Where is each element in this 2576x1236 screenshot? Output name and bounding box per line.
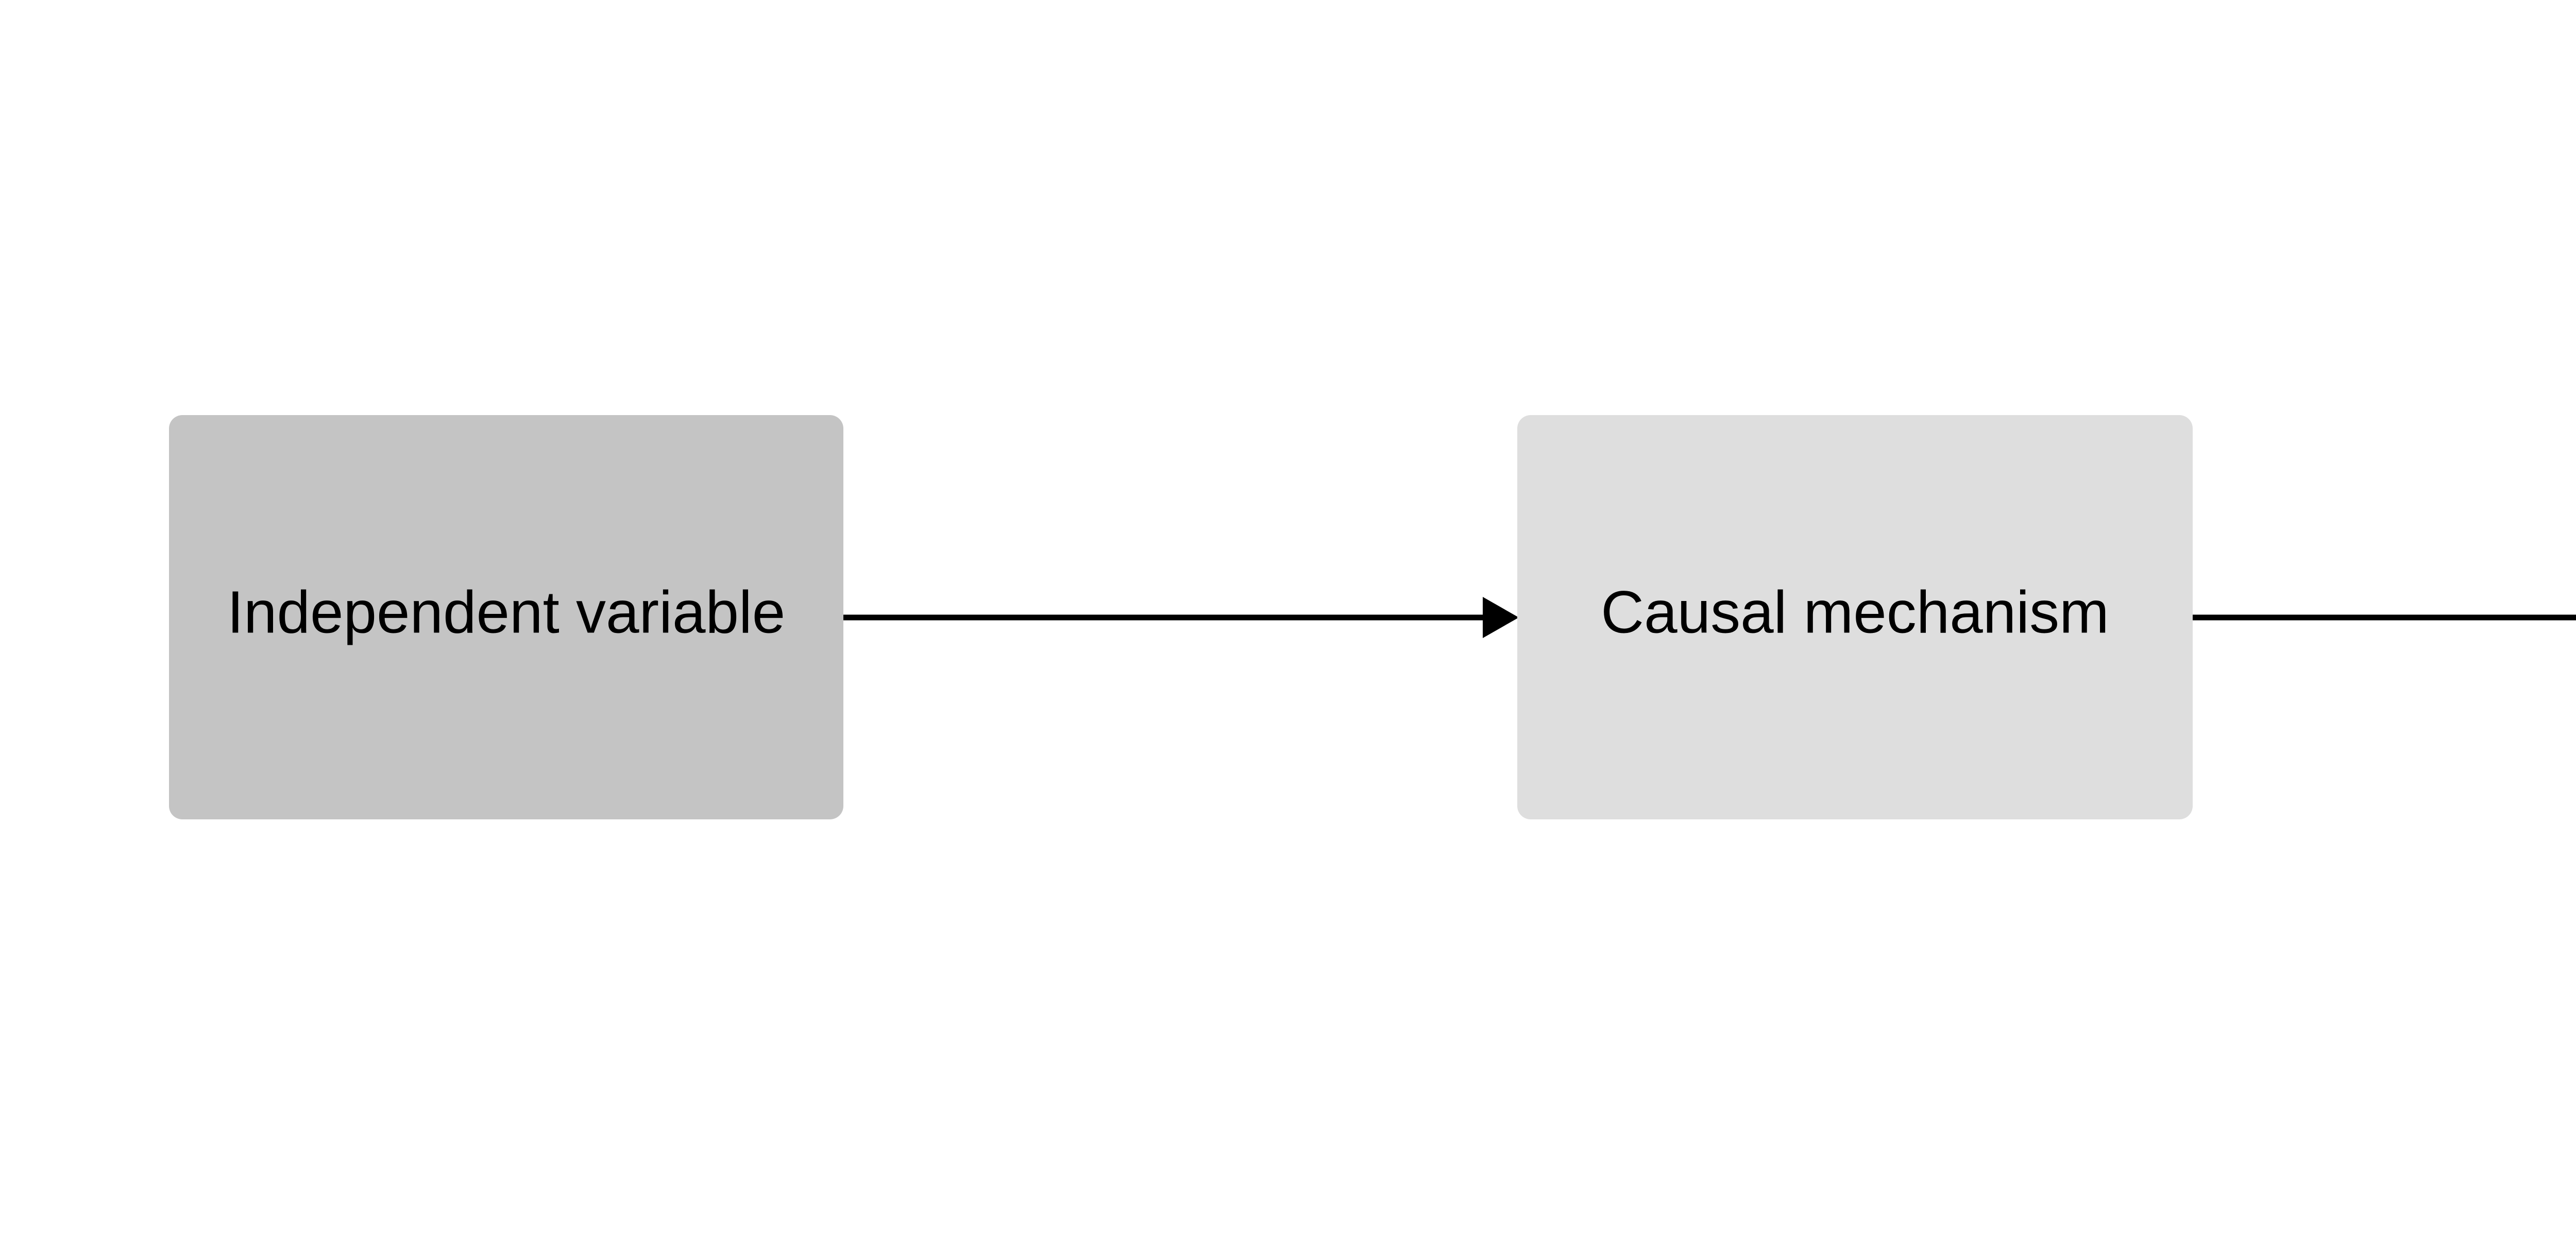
node-box-independent-variable[interactable]	[169, 415, 843, 819]
node-label-causal-mechanism: Causal mechanism	[1601, 579, 2109, 646]
node-causal-mechanism[interactable]: Causal mechanism	[1517, 415, 2193, 819]
edge-mechanism-to-dependent	[2190, 614, 2576, 621]
arrowhead-icon-1	[1483, 597, 1519, 638]
node-label-independent-variable: Independent variable	[227, 579, 786, 646]
node-box-causal-mechanism[interactable]	[1517, 415, 2193, 819]
node-independent-variable[interactable]: Independent variable	[169, 415, 843, 819]
edge-independent-to-mechanism	[840, 597, 1519, 638]
